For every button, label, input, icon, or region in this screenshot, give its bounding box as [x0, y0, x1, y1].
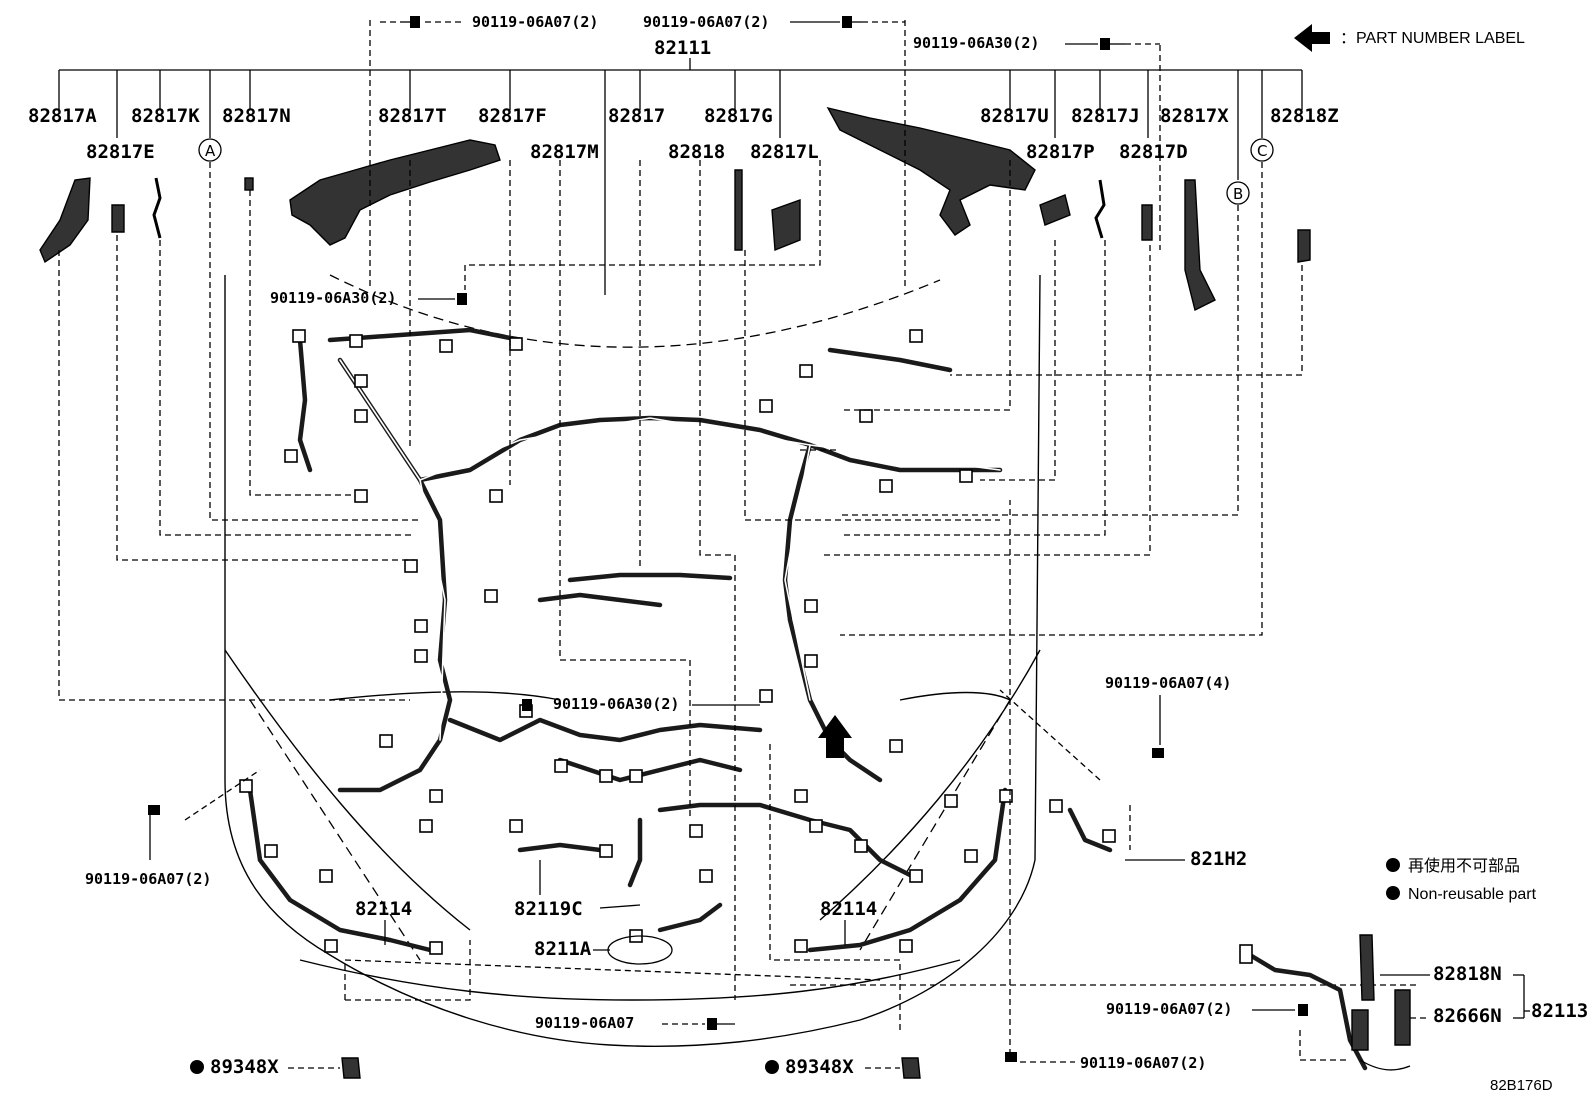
bolt-icon: [1152, 748, 1164, 758]
leader-lines: [58, 20, 1420, 1061]
main-harness: [247, 327, 1113, 953]
label-82119C: 82119C: [514, 898, 583, 920]
bolt-icon: [1100, 38, 1125, 50]
bolt-icon: [148, 805, 160, 815]
label-82817A: 82817A: [28, 105, 97, 127]
label-82817M: 82817M: [530, 141, 599, 163]
label-82817E: 82817E: [86, 141, 155, 163]
label-89348X-left: 89348X: [210, 1056, 279, 1078]
label-82817K: 82817K: [131, 105, 200, 127]
bolt-icon: [1005, 1052, 1017, 1062]
bolts: 90119-06A07(2) 90119-06A07(2) 90119-06A3…: [85, 13, 1308, 1072]
label-82114-right: 82114: [820, 898, 877, 920]
bolt-label-top-left: 90119-06A07(2): [472, 13, 598, 31]
car-body-outline: [224, 274, 1041, 1047]
non-reusable-dot-icon: [190, 1060, 204, 1074]
connectors: [239, 329, 1116, 955]
bolt-label-upper-left: 90119-06A30(2): [270, 289, 396, 307]
non-reusable-dot-icon: [1386, 858, 1400, 872]
label-82817: 82817: [608, 105, 665, 127]
label-89348X-right: 89348X: [785, 1056, 854, 1078]
bolt-icon: [707, 1018, 717, 1030]
bolt-label-top-right: 90119-06A30(2): [913, 34, 1039, 52]
bolt-icon: [1298, 1004, 1308, 1016]
diagram-code: 82B176D: [1490, 1077, 1553, 1094]
label-82817P: 82817P: [1026, 141, 1095, 163]
label-82817F: 82817F: [478, 105, 547, 127]
label-82113: 82113: [1531, 1000, 1588, 1022]
bolt-icon: [842, 16, 862, 28]
lower-labels: 82114 82114 82119C 8211A 821H2 89348X 89…: [190, 848, 1247, 1079]
legend-non-reusable-en: Non-reusable part: [1408, 886, 1537, 903]
label-82666N: 82666N: [1433, 1005, 1502, 1027]
bolt-label-inset: 90119-06A07(2): [1106, 1000, 1232, 1018]
label-82818Z: 82818Z: [1270, 105, 1339, 127]
part-labels: 82817A 82817E 82817K 82817N 82817T 82817…: [28, 105, 1339, 205]
bolt-label-bottom-center: 90119-06A07: [535, 1014, 634, 1032]
label-82817N: 82817N: [222, 105, 291, 127]
part-number-label-legend: ：PART NUMBER LABEL: [1294, 24, 1525, 52]
bolt-label-bottom-right: 90119-06A07(2): [1080, 1054, 1206, 1072]
label-82817G: 82817G: [704, 105, 773, 127]
non-reusable-dot-icon: [765, 1060, 779, 1074]
label-82817U: 82817U: [980, 105, 1049, 127]
bolt-label-right: 90119-06A07(4): [1105, 674, 1231, 692]
label-82817J: 82817J: [1071, 105, 1140, 127]
bolt-label-center: 90119-06A30(2): [553, 695, 679, 713]
top-bracket: 82111: [58, 37, 1303, 295]
label-82817T: 82817T: [378, 105, 447, 127]
non-reusable-legend: 再使用不可部品 Non-reusable part: [1386, 857, 1537, 903]
label-82818N: 82818N: [1433, 963, 1502, 985]
bolt-label-top-mid: 90119-06A07(2): [643, 13, 769, 31]
part-number-label-arrow-icon: [818, 715, 852, 758]
small-parts-row: [39, 169, 1311, 312]
circle-label-B: B: [1233, 185, 1243, 203]
legend-non-reusable-jp: 再使用不可部品: [1408, 857, 1520, 875]
bolt-label-left: 90119-06A07(2): [85, 870, 211, 888]
label-82817X: 82817X: [1160, 105, 1229, 127]
inset-82113: 82818N 82666N 82113: [1239, 934, 1588, 1071]
bolt-icon: [400, 16, 420, 28]
label-82817L: 82817L: [750, 141, 819, 163]
bolt-icon: [457, 293, 467, 305]
circle-label-A: A: [205, 142, 216, 160]
label-82111: 82111: [654, 37, 711, 59]
label-821H2: 821H2: [1190, 848, 1247, 870]
upper-brackets: [289, 106, 1036, 246]
label-8211A: 8211A: [534, 938, 592, 960]
circle-label-C: C: [1257, 142, 1267, 160]
legend-arrow-text: ：PART NUMBER LABEL: [1340, 30, 1525, 47]
label-82818: 82818: [668, 141, 725, 163]
bolt-icon: [522, 699, 532, 711]
non-reusable-dot-icon: [1386, 886, 1400, 900]
label-82817D: 82817D: [1119, 141, 1188, 163]
label-arrow-icon: [1294, 24, 1330, 52]
label-82114-left: 82114: [355, 898, 412, 920]
